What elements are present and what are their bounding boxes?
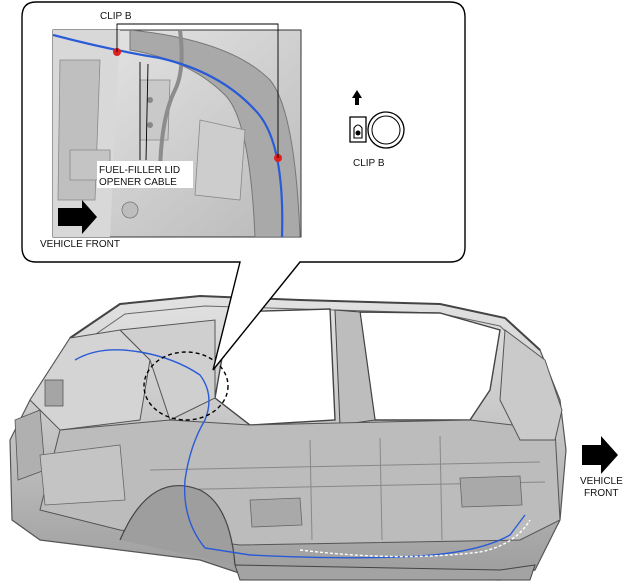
clip-b-leader: [116, 23, 279, 158]
clip-b-label: CLIP B: [100, 11, 132, 22]
opener-cable-main: [74, 349, 526, 559]
main-front-label-line1: VEHICLE: [580, 476, 623, 487]
arrow-up-icon: [352, 90, 362, 105]
clip-b-detail-label: CLIP B: [353, 158, 385, 169]
arrow-right-icon: [582, 436, 618, 474]
cable-routing-dashed: [299, 519, 531, 558]
clip-b-icon: [349, 90, 405, 149]
main-front-label-line2: FRONT: [584, 488, 618, 499]
detail-photo: [52, 29, 302, 238]
vehicle-body-in-white: [9, 294, 567, 581]
detail-area-circle: [143, 351, 229, 421]
callout-front-label: VEHICLE FRONT: [40, 239, 120, 250]
arrow-right-icon: [58, 200, 97, 234]
cable-label-leader: [139, 62, 149, 161]
cable-label-line1: FUEL-FILLER LID: [99, 165, 180, 176]
cable-label-line2: OPENER CABLE: [99, 177, 177, 188]
